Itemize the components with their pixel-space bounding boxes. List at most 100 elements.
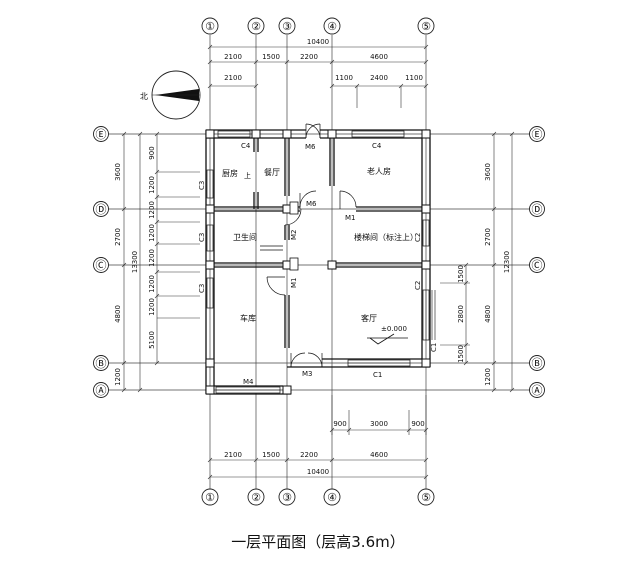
bottom-window-dim-2: 3000 xyxy=(370,420,388,428)
left-dim-C-B: 4800 xyxy=(114,305,122,323)
top-window-dim-2: 2400 xyxy=(370,74,388,82)
bottom-window-dim-1: 900 xyxy=(333,420,346,428)
axis-E-left: Ⓔ xyxy=(96,128,107,141)
axis-bubbles-right: Ⓔ Ⓓ Ⓒ Ⓑ Ⓐ xyxy=(529,126,545,398)
room-bathroom: 卫生间 xyxy=(233,232,257,242)
interior-fixtures xyxy=(260,201,408,345)
room-living: 客厅 xyxy=(361,313,377,323)
left-inner-3: 1200 xyxy=(148,201,156,219)
room-stair: 楼梯间（标注上） xyxy=(354,232,418,242)
left-inner-4: 1200 xyxy=(148,224,156,242)
walls xyxy=(205,129,431,395)
tag-c2-living: C2 xyxy=(414,281,422,290)
axis-1-bottom: ① xyxy=(205,491,215,504)
room-dining: 餐厅 xyxy=(264,168,280,177)
top-total-dim: 10400 xyxy=(307,38,329,46)
axis-A-right: Ⓐ xyxy=(532,384,543,397)
left-dim-D-C: 2700 xyxy=(114,228,122,246)
axis-1-top: ① xyxy=(205,20,215,33)
north-arrow xyxy=(151,70,201,120)
axis-bubbles-left: Ⓔ Ⓓ Ⓒ Ⓑ Ⓐ xyxy=(93,126,109,398)
top-dim-3: 2200 xyxy=(300,53,318,61)
right-window-dim-3: 1500 xyxy=(457,345,465,363)
axis-5-top: ⑤ xyxy=(421,20,431,33)
tag-c4-kitchen: C4 xyxy=(241,142,251,150)
top-dim-2: 1500 xyxy=(262,53,280,61)
axis-2-top: ② xyxy=(251,20,261,33)
top-dim-4: 4600 xyxy=(370,53,388,61)
right-dim-C-B: 4800 xyxy=(484,305,492,323)
axis-2-bottom: ② xyxy=(251,491,261,504)
axis-5-bottom: ⑤ xyxy=(421,491,431,504)
left-inner-5: 1200 xyxy=(148,249,156,267)
columns xyxy=(205,129,431,395)
top-dim-kitchen: 2100 xyxy=(224,74,242,82)
tag-c4-elder: C4 xyxy=(372,142,382,150)
bottom-dimension-lines xyxy=(207,395,429,480)
left-inner-8: 5100 xyxy=(148,331,156,349)
axis-3-top: ③ xyxy=(282,20,292,33)
tag-m6-top: M6 xyxy=(305,143,316,151)
right-dimension-lines xyxy=(440,131,515,393)
tag-c2-stair: C2 xyxy=(414,233,422,242)
windows xyxy=(206,130,430,394)
stair-up-note: 上 xyxy=(244,171,251,180)
left-inner-7: 1200 xyxy=(148,298,156,316)
axis-B-left: Ⓑ xyxy=(96,357,107,370)
doors xyxy=(266,123,357,368)
tag-c1-living: C1 xyxy=(373,371,382,379)
right-dim-E-D: 3600 xyxy=(484,163,492,181)
left-dim-E-D: 3600 xyxy=(114,163,122,181)
bottom-dim-4: 4600 xyxy=(370,451,388,459)
top-dimension-lines xyxy=(207,44,429,108)
tag-m4: M4 xyxy=(243,378,254,386)
tag-c3-bath: C3 xyxy=(198,233,206,242)
axis-D-left: Ⓓ xyxy=(96,203,107,216)
top-window-dim-3: 1100 xyxy=(405,74,423,82)
north-label: 北 xyxy=(140,92,148,101)
left-dim-total: 13300 xyxy=(131,251,139,273)
bottom-dim-2: 1500 xyxy=(262,451,280,459)
bottom-total-dim: 10400 xyxy=(307,468,329,476)
tag-m3: M3 xyxy=(302,370,313,378)
axis-B-right: Ⓑ xyxy=(532,357,543,370)
right-dim-D-C: 2700 xyxy=(484,228,492,246)
axis-C-left: Ⓒ xyxy=(96,259,107,272)
axis-bubbles-top: ① ② ③ ④ ⑤ xyxy=(201,17,435,35)
tag-c3-kitchen: C3 xyxy=(198,181,206,190)
left-inner-6: 1200 xyxy=(148,275,156,293)
left-inner-1: 900 xyxy=(148,146,156,159)
right-dim-B-A: 1200 xyxy=(484,368,492,386)
bottom-dim-3: 2200 xyxy=(300,451,318,459)
right-window-dim-1: 1500 xyxy=(457,265,465,283)
tag-c3-bed: C3 xyxy=(198,284,206,293)
elevation-mark: ±0.000 xyxy=(381,325,407,333)
axis-D-right: Ⓓ xyxy=(532,203,543,216)
right-window-rail xyxy=(431,290,436,340)
top-window-dim-1: 1100 xyxy=(335,74,353,82)
tag-m2: M2 xyxy=(290,230,298,241)
axis-C-right: Ⓒ xyxy=(532,259,543,272)
bottom-window-dim-3: 900 xyxy=(411,420,424,428)
top-dim-1: 2100 xyxy=(224,53,242,61)
tag-m6-mid: M6 xyxy=(306,200,317,208)
axis-4-bottom: ④ xyxy=(327,491,337,504)
axis-bubbles-bottom: ① ② ③ ④ ⑤ xyxy=(201,488,435,506)
tag-m1-elder: M1 xyxy=(345,214,356,222)
room-bedroom: 车库 xyxy=(240,313,256,323)
room-elder: 老人房 xyxy=(367,166,391,176)
bottom-dim-1: 2100 xyxy=(224,451,242,459)
drawing-title: 一层平面图（层高3.6m） xyxy=(231,533,404,551)
axis-4-top: ④ xyxy=(327,20,337,33)
right-window-dim-2: 2800 xyxy=(457,305,465,323)
left-dim-B-A: 1200 xyxy=(114,368,122,386)
tag-m1-bed: M1 xyxy=(290,278,298,289)
axis-3-bottom: ③ xyxy=(282,491,292,504)
axis-E-right: Ⓔ xyxy=(532,128,543,141)
left-dimension-lines xyxy=(121,131,200,393)
left-inner-2: 1200 xyxy=(148,176,156,194)
right-dim-total: 12300 xyxy=(503,251,511,273)
tag-c1-right: C1 xyxy=(430,343,438,352)
room-kitchen: 厨房 xyxy=(222,168,238,178)
